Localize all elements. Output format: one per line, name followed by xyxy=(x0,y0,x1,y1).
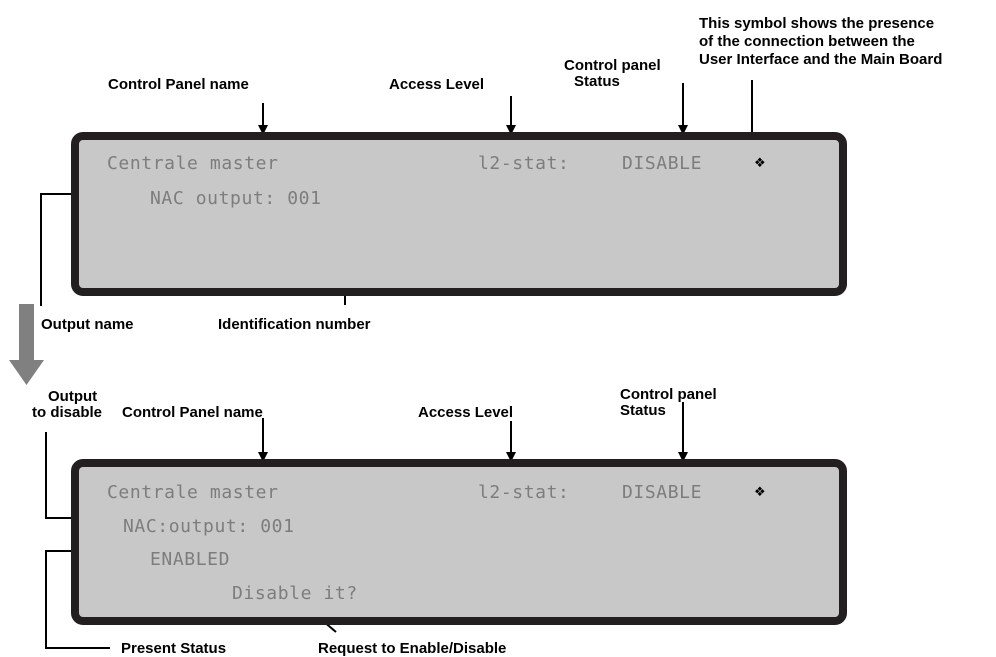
lcd-top-panel-name: Centrale master xyxy=(107,153,279,174)
label-top-panel-name: Control Panel name xyxy=(108,76,249,93)
lcd-display-bottom: Centrale master l2-stat: DISABLE ❖ NAC:o… xyxy=(71,459,847,625)
lcd-top-output-line: NAC output: 001 xyxy=(150,188,322,209)
label-bottom-present-status: Present Status xyxy=(121,640,227,657)
label-top-status-1: Control panel xyxy=(564,57,661,74)
connection-symbol-icon: ❖ xyxy=(754,156,766,171)
lcd-bottom-access: l2-stat: xyxy=(478,482,570,503)
lcd-display-top: Centrale master l2-stat: DISABLE ❖ NAC o… xyxy=(71,132,847,296)
label-bottom-access-level: Access Level xyxy=(418,404,514,421)
label-bottom-panel-name: Control Panel name xyxy=(122,404,263,421)
label-top-symbol-3: User Interface and the Main Board xyxy=(699,51,943,68)
lcd-bottom-status: DISABLE xyxy=(622,482,703,503)
lcd-bottom-panel-name: Centrale master xyxy=(107,482,279,503)
label-bottom-status-2: Status xyxy=(620,402,666,419)
lcd-top-access: l2-stat: xyxy=(478,153,570,174)
connection-symbol-icon: ❖ xyxy=(754,485,766,500)
flow-arrow xyxy=(9,304,44,385)
label-bottom-output-2: to disable xyxy=(32,404,103,421)
label-bottom-output-1: Output xyxy=(48,388,98,405)
label-top-id-number: Identification number xyxy=(218,316,371,333)
lcd-bottom-output-line: NAC:output: 001 xyxy=(123,516,295,537)
label-top-access-level: Access Level xyxy=(389,76,485,93)
label-top-status-2: Status xyxy=(574,73,620,90)
lcd-top-status: DISABLE xyxy=(622,153,703,174)
label-top-output-name: Output name xyxy=(41,316,134,333)
lcd-bottom-prompt: Disable it? xyxy=(232,583,358,604)
label-top-symbol-2: of the connection between the xyxy=(699,33,915,50)
lcd-bottom-state: ENABLED xyxy=(150,549,231,570)
label-bottom-status-1: Control panel xyxy=(620,386,717,403)
label-top-symbol-1: This symbol shows the presence xyxy=(699,15,935,32)
label-bottom-request: Request to Enable/Disable xyxy=(318,640,507,657)
